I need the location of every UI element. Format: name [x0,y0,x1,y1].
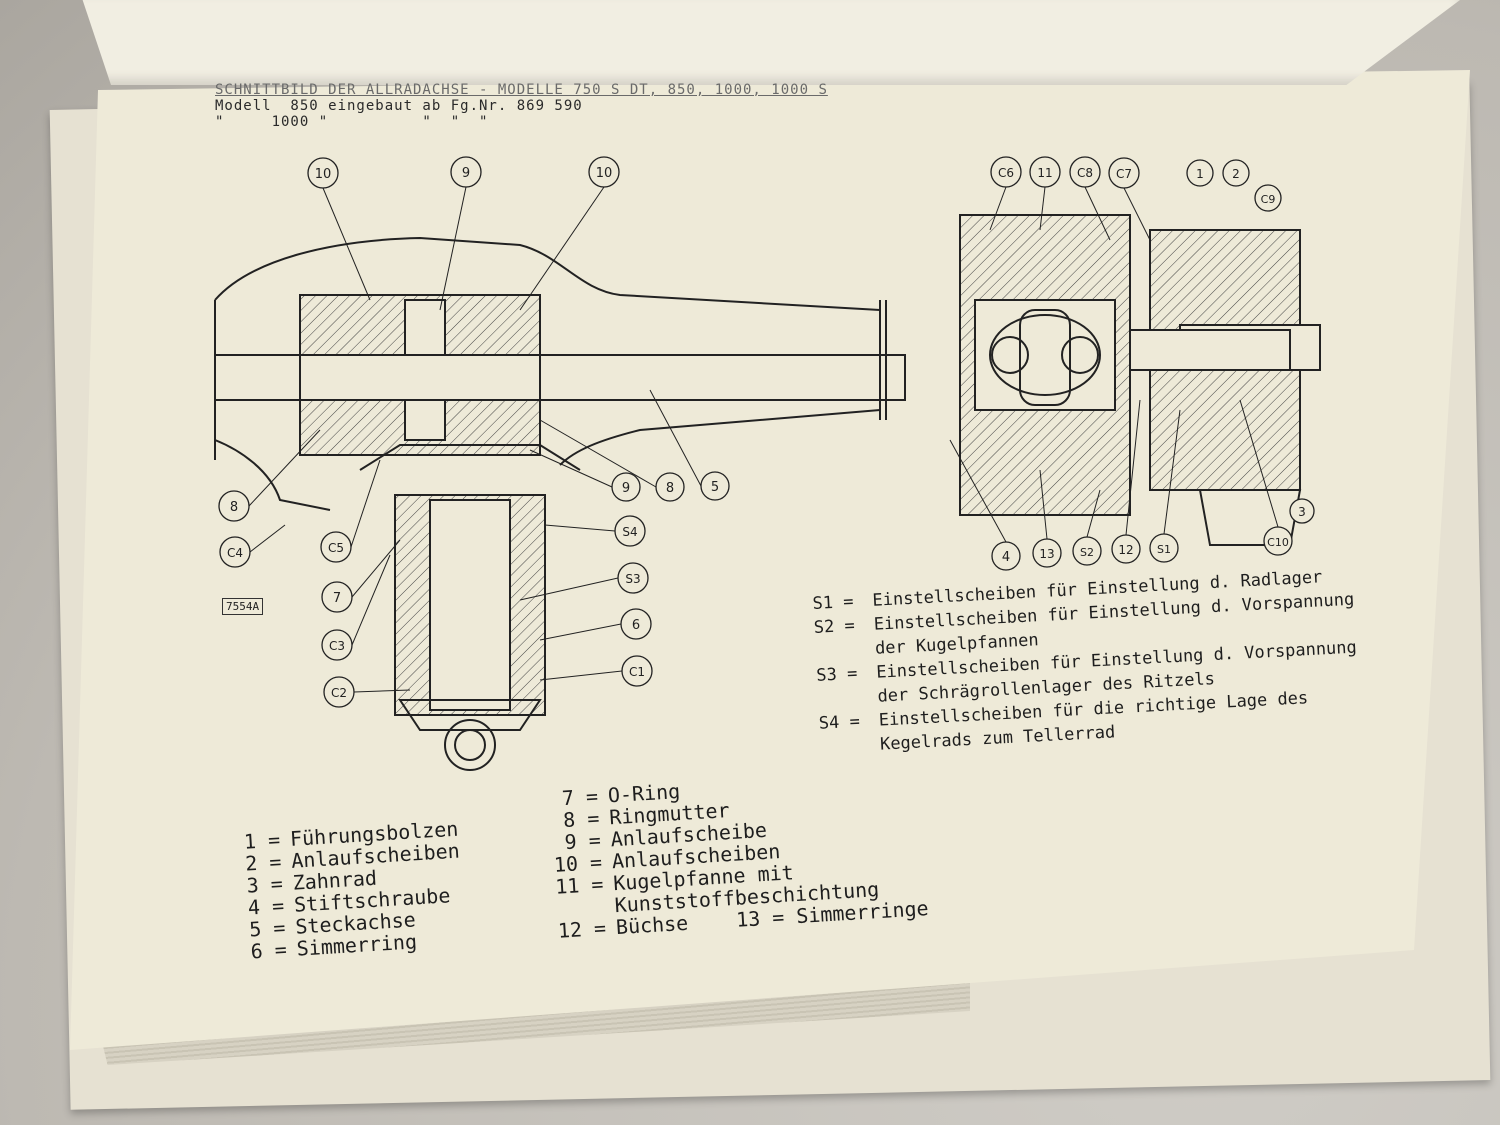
callout-5: 5 [700,471,730,501]
svg-text:C8: C8 [1077,166,1093,180]
callout-c3: C3 [321,629,353,661]
callout-c5: C5 [320,531,352,563]
callout-s1: S1 [1149,533,1179,563]
svg-text:C10: C10 [1267,536,1289,549]
svg-text:8: 8 [666,481,674,496]
svg-text:C5: C5 [328,541,344,555]
callout-13: 13 [1032,538,1062,568]
callout-7: 7 [321,581,353,613]
callout-12: 12 [1111,534,1141,564]
svg-text:8: 8 [230,500,238,515]
callout-4: 4 [991,541,1021,571]
housing-outline [214,236,881,311]
callout-c8: C8 [1069,156,1101,188]
svg-text:C2: C2 [331,686,347,700]
legend-column-right: 7 =O-Ring 8 =Ringmutter 9 =Anlaufscheibe… [541,765,929,943]
callout-9-bottom: 9 [611,472,641,502]
drain-eye [444,719,496,771]
previous-page-flap [82,0,1460,85]
svg-text:9: 9 [462,166,470,181]
callout-10-left: 10 [307,157,339,189]
svg-text:2: 2 [1232,167,1240,181]
leader-lines [248,186,1279,693]
svg-text:C3: C3 [329,639,345,653]
svg-text:7: 7 [333,591,341,606]
callout-s4: S4 [614,515,646,547]
svg-text:C7: C7 [1116,167,1132,181]
callout-c4: C4 [219,536,251,568]
svg-text:10: 10 [315,167,332,182]
svg-text:6: 6 [632,618,640,633]
model-line-1: Modell 850 eingebaut ab Fg.Nr. 869 590 [215,98,583,114]
callout-s3: S3 [617,562,649,594]
callout-c1: C1 [621,655,653,687]
shim-notes: S1 = Einstellscheiben für Einstellung d.… [812,563,1380,760]
legend-column-left: 1 =Führungsbolzen 2 =Anlaufscheiben 3 =Z… [223,817,465,964]
svg-text:1: 1 [1196,167,1204,181]
callout-c7: C7 [1108,157,1140,189]
callout-c9: C9 [1254,184,1282,212]
svg-text:C4: C4 [227,546,243,560]
svg-text:5: 5 [711,480,719,495]
callout-10-right: 10 [588,156,620,188]
callout-c10: C10 [1263,526,1293,556]
svg-text:13: 13 [1039,547,1054,561]
callout-c6: C6 [990,156,1022,188]
drawing-reference-number: 7554A [222,598,264,615]
svg-text:S3: S3 [625,572,640,586]
callout-8-left: 8 [218,490,250,522]
callout-9-top: 9 [450,156,482,188]
callout-2: 2 [1222,159,1250,187]
svg-text:3: 3 [1298,505,1306,519]
svg-text:C6: C6 [998,166,1014,180]
callout-3: 3 [1289,498,1315,524]
svg-text:S1: S1 [1157,543,1171,556]
svg-text:10: 10 [596,166,613,181]
page-header: SCHNITTBILD DER ALLRADACHSE - MODELLE 75… [215,82,828,130]
svg-text:S2: S2 [1080,546,1094,559]
callout-s2: S2 [1072,536,1102,566]
callout-8-bottom: 8 [655,472,685,502]
callout-1: 1 [1186,159,1214,187]
svg-text:11: 11 [1037,166,1052,180]
callout-c2: C2 [323,676,355,708]
svg-text:9: 9 [622,481,630,496]
svg-text:4: 4 [1002,550,1010,565]
section-title: SCHNITTBILD DER ALLRADACHSE - MODELLE 75… [215,82,828,98]
callout-11: 11 [1029,156,1061,188]
svg-text:C9: C9 [1261,193,1276,206]
svg-text:C1: C1 [629,665,645,679]
callout-6: 6 [620,608,652,640]
model-line-2: " 1000 " " " " [215,114,489,130]
svg-text:S4: S4 [622,525,637,539]
svg-text:12: 12 [1118,543,1133,557]
